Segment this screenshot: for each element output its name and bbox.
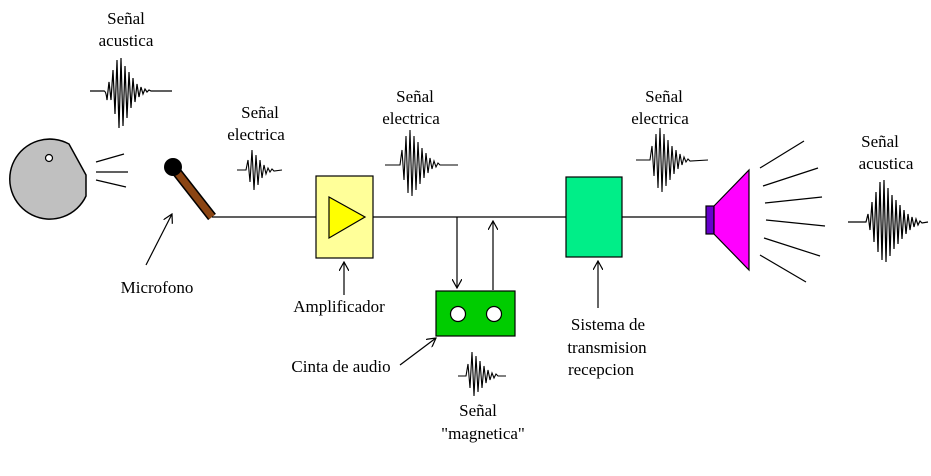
loudspeaker-cone: [713, 168, 750, 272]
amplifier-box: [315, 175, 374, 259]
label-transmission-1: Sistema de: [571, 315, 645, 334]
microphone-arrow: [145, 214, 172, 266]
transmission-box: [565, 176, 623, 258]
cassette-tape-icon: [435, 290, 516, 337]
electric-wave-2: [385, 129, 458, 197]
label-electric-2a: Señal: [396, 87, 434, 106]
sound-rays-from-loudspeaker: [759, 140, 826, 283]
acoustic-wave-in: [90, 57, 172, 129]
tape-reel-right: [485, 305, 503, 323]
label-electric-3a: Señal: [645, 87, 683, 106]
label-electric-3b: electrica: [631, 109, 689, 128]
microphone-icon: [164, 158, 216, 221]
label-electric-2b: electrica: [382, 109, 440, 128]
microphone-head: [164, 158, 182, 176]
loudspeaker-magnet: [705, 205, 715, 235]
label-acoustic-out-1: Señal: [861, 132, 899, 151]
label-amplifier: Amplificador: [293, 297, 385, 316]
tape-arrow: [399, 338, 436, 366]
label-acoustic-out-2: acustica: [859, 154, 914, 173]
label-transmission-2: transmision: [567, 338, 647, 357]
label-magnetic-2: "magnetica": [441, 424, 525, 443]
head-eye: [44, 153, 54, 163]
loudspeaker-icon: [705, 168, 750, 272]
label-magnetic-1: Señal: [459, 401, 497, 420]
label-acoustic-in-2: acustica: [99, 31, 154, 50]
label-electric-1a: Señal: [241, 103, 279, 122]
magnetic-wave: [458, 351, 506, 397]
label-electric-1b: electrica: [227, 125, 285, 144]
label-acoustic-in-1: Señal: [107, 9, 145, 28]
amplifier-triangle-icon: [328, 195, 367, 240]
electric-wave-1: [237, 149, 283, 191]
pacman-head-icon: [9, 138, 87, 220]
label-tape: Cinta de audio: [291, 357, 390, 376]
tape-reel-left: [449, 305, 467, 323]
label-transmission-3: recepcion: [568, 360, 635, 379]
head-shape: [9, 138, 87, 220]
sound-lines-from-head: [95, 153, 128, 188]
label-microphone: Microfono: [121, 278, 194, 297]
electric-wave-3: [636, 127, 709, 193]
acoustic-wave-out: [848, 179, 929, 263]
